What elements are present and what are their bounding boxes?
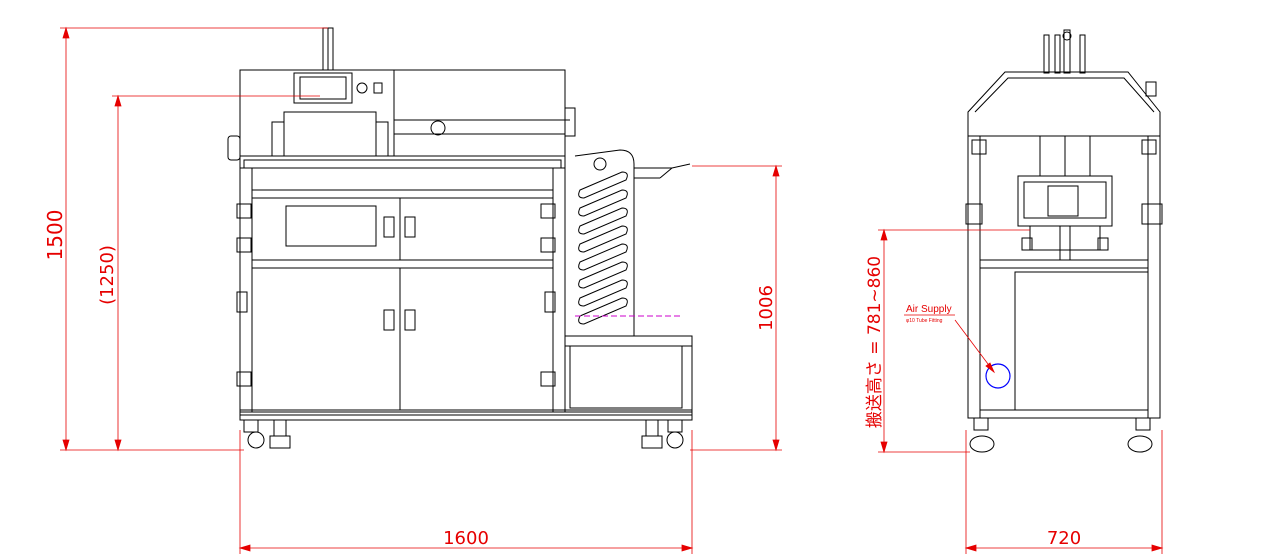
hmi-screen xyxy=(293,72,353,104)
dim-conveyor-height: 1006 xyxy=(756,285,777,331)
dim-total-height: 1500 xyxy=(43,210,67,261)
front-view xyxy=(227,27,693,449)
air-supply-marker xyxy=(985,363,1011,389)
air-supply-label: Air Supply xyxy=(906,304,952,315)
side-view xyxy=(965,29,1163,453)
dim-width-side: 720 xyxy=(1047,528,1081,549)
coil-slots xyxy=(578,157,628,325)
front-casters xyxy=(243,419,684,449)
dim-ref-height: (1250) xyxy=(97,245,118,305)
tube-fitting-label: φ10 Tube Fitting xyxy=(906,318,943,324)
dimension-lines xyxy=(60,26,1164,554)
dim-width-front: 1600 xyxy=(443,528,489,549)
dim-transfer-height: 搬送高さ = 781~860 xyxy=(865,256,885,428)
